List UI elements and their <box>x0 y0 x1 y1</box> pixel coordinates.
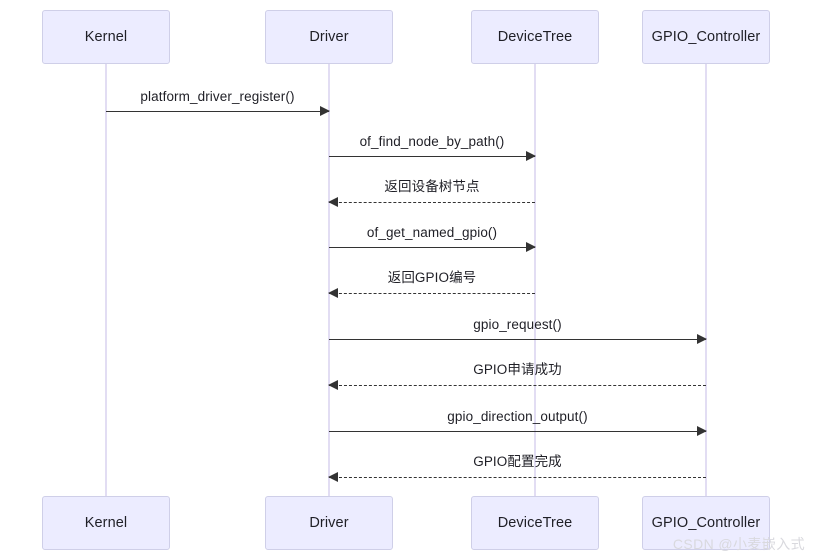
participant-label: Kernel <box>84 515 128 531</box>
participant-devicetree-top[interactable]: DeviceTree <box>471 10 599 64</box>
message-line <box>329 431 706 432</box>
message-label: gpio_request() <box>473 317 562 332</box>
message-line <box>329 477 706 478</box>
participant-label: Driver <box>309 29 349 45</box>
lifeline-kernel <box>105 64 107 496</box>
message-label: 返回设备树节点 <box>384 179 480 194</box>
participant-label: Kernel <box>84 29 128 45</box>
message-label: of_get_named_gpio() <box>366 225 498 240</box>
arrowhead-icon <box>328 380 338 390</box>
lifeline-driver <box>328 64 330 496</box>
participant-kernel-top[interactable]: Kernel <box>42 10 170 64</box>
message-label: GPIO配置完成 <box>473 454 562 469</box>
arrowhead-icon <box>328 288 338 298</box>
participant-gpio-top[interactable]: GPIO_Controller <box>642 10 770 64</box>
participant-label: GPIO_Controller <box>651 29 761 45</box>
arrowhead-icon <box>328 197 338 207</box>
arrowhead-icon <box>328 472 338 482</box>
watermark: CSDN @小麦嵌入式 <box>672 536 805 552</box>
participant-label: DeviceTree <box>497 515 573 531</box>
arrowhead-icon <box>526 151 536 161</box>
message-line <box>329 293 535 294</box>
message-line <box>329 202 535 203</box>
message-label: of_find_node_by_path() <box>359 134 505 149</box>
arrowhead-icon <box>320 106 330 116</box>
arrowhead-icon <box>697 334 707 344</box>
lifeline-devicetree <box>534 64 536 496</box>
message-line <box>329 385 706 386</box>
message-line <box>329 339 706 340</box>
message-line <box>106 111 329 112</box>
participant-label: Driver <box>309 515 349 531</box>
participant-gpio-bottom[interactable]: GPIO_Controller <box>642 496 770 550</box>
participant-devicetree-bottom[interactable]: DeviceTree <box>471 496 599 550</box>
message-label: gpio_direction_output() <box>447 409 588 424</box>
message-label: GPIO申请成功 <box>473 362 562 377</box>
participant-label: DeviceTree <box>497 29 573 45</box>
lifeline-gpio <box>705 64 707 496</box>
message-label: 返回GPIO编号 <box>387 270 477 285</box>
participant-kernel-bottom[interactable]: Kernel <box>42 496 170 550</box>
message-label: platform_driver_register() <box>140 89 295 104</box>
participant-driver-bottom[interactable]: Driver <box>265 496 393 550</box>
arrowhead-icon <box>526 242 536 252</box>
message-line <box>329 156 535 157</box>
arrowhead-icon <box>697 426 707 436</box>
message-line <box>329 247 535 248</box>
participant-label: GPIO_Controller <box>651 515 761 531</box>
participant-driver-top[interactable]: Driver <box>265 10 393 64</box>
